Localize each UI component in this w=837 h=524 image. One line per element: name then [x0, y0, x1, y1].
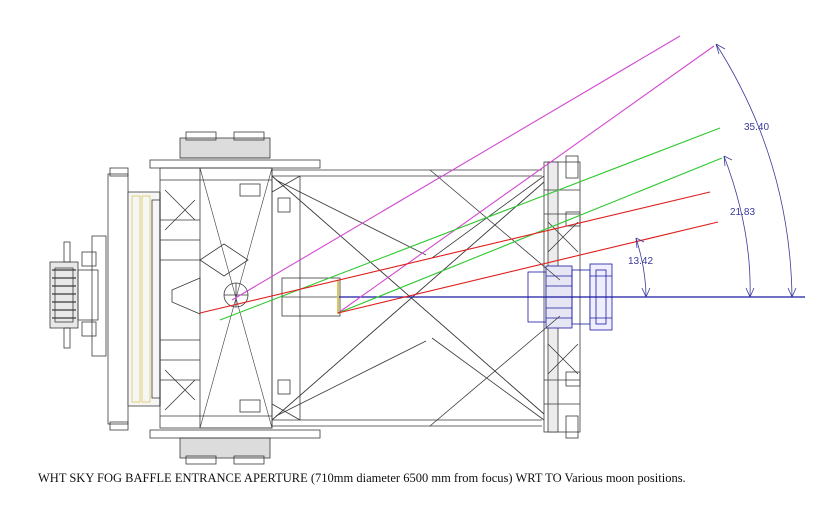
- truss-rails: [239, 169, 545, 427]
- angle-label-21: 21.83: [730, 207, 755, 218]
- declination-bearings: [149, 131, 321, 465]
- red-rays: [199, 191, 719, 314]
- center-section: [159, 167, 273, 429]
- angle-label-13: 13.42: [628, 256, 653, 267]
- angle-label-35: 35.40: [744, 122, 769, 133]
- telescope-structure: [49, 131, 613, 465]
- spider-vanes: [429, 169, 561, 427]
- arc-21-83: [723, 155, 751, 298]
- primary-baffle: [281, 277, 341, 317]
- angle-dimensions: [635, 43, 797, 298]
- green-rays: [219, 127, 723, 321]
- arc-13-42: [635, 237, 647, 298]
- figure-caption: WHT SKY FOG BAFFLE ENTRANCE APERTURE (71…: [38, 471, 686, 485]
- mirror-cell: [107, 167, 161, 431]
- magenta-rays: [231, 35, 715, 314]
- cassegrain-instrument: [49, 235, 107, 357]
- arc-35-40: [715, 43, 793, 298]
